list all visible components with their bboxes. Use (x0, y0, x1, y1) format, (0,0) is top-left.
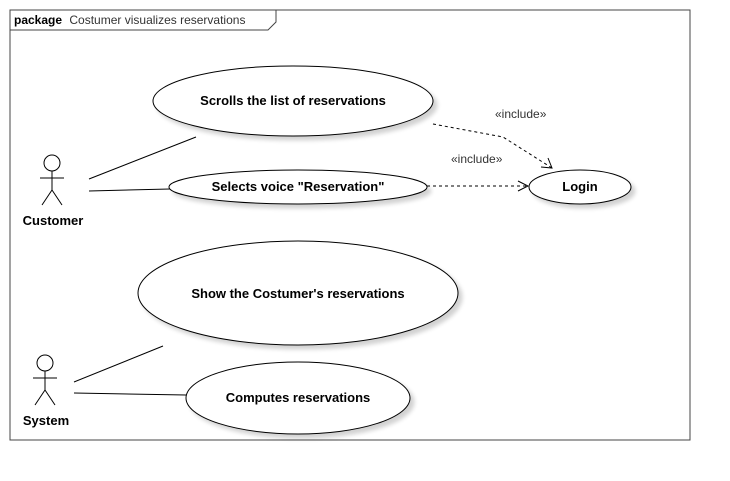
actor-system-label: System (23, 413, 69, 428)
use-case-compute-label: Computes reservations (226, 390, 371, 405)
actor-system-head (36, 354, 54, 372)
actor-customer-head (43, 154, 61, 172)
use-case-login: Login (528, 169, 632, 205)
use-case-compute: Computes reservations (185, 361, 411, 435)
association-customer-select (88, 188, 171, 192)
use-case-select-label: Selects voice "Reservation" (212, 179, 385, 194)
actor-customer-label: Customer (23, 213, 84, 228)
include-label-1: «include» (495, 107, 547, 121)
association-system-show (73, 345, 164, 383)
include-label-2: «include» (451, 152, 503, 166)
use-case-show: Show the Costumer's reservations (137, 240, 459, 346)
use-case-select: Selects voice "Reservation" (168, 169, 428, 205)
include-arrowhead-scroll-login (540, 157, 553, 169)
package-name: Costumer visualizes reservations (69, 13, 245, 27)
package-keyword: package (14, 13, 62, 27)
include-arrowhead-select-login (517, 180, 530, 192)
include-dependencies (427, 123, 553, 192)
actor-customer (40, 154, 64, 206)
use-case-login-label: Login (562, 179, 597, 194)
association-customer-scroll (88, 136, 197, 180)
associations (73, 136, 197, 396)
actor-system (33, 354, 57, 406)
use-case-scroll-label: Scrolls the list of reservations (200, 93, 386, 108)
use-case-show-label: Show the Costumer's reservations (191, 286, 404, 301)
include-arrow-scroll-login (432, 123, 553, 169)
use-case-scroll: Scrolls the list of reservations (152, 65, 434, 137)
association-system-compute (73, 392, 187, 396)
svg-text:package Costumer visuali: package Costumer visualizes reservations (14, 13, 245, 27)
